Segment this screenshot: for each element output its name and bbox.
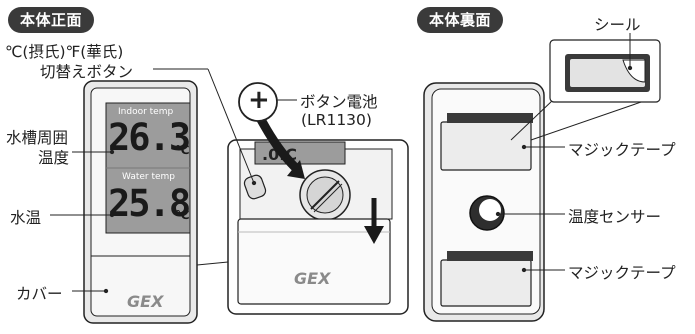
battery-label-1: ボタン電池 bbox=[300, 93, 378, 111]
cover-label: カバー bbox=[16, 285, 63, 303]
cover-detail bbox=[237, 218, 391, 305]
magic-tape-top-label: マジックテープ bbox=[568, 141, 676, 159]
front-badge: 本体正面 bbox=[8, 7, 95, 33]
magic-tape-bottom-label: マジックテープ bbox=[568, 264, 676, 282]
plus-sign: + bbox=[248, 85, 270, 115]
switch-button-label-1: ℃(摂氏)℉(華氏) bbox=[5, 43, 124, 61]
tank-temp-label-1: 水槽周囲 bbox=[6, 129, 69, 147]
water-temp-label: 水温 bbox=[10, 209, 42, 227]
tank-temp-label-2: 温度 bbox=[38, 149, 70, 167]
seal bbox=[565, 54, 650, 92]
lcd-water-value: 25.8 bbox=[108, 182, 191, 225]
lcd-indoor-unit: ℃ bbox=[175, 143, 190, 157]
back-badge: 本体裏面 bbox=[417, 7, 504, 33]
lcd-indoor-value: 26.3 bbox=[108, 116, 191, 159]
battery-label-2: (LR1130) bbox=[301, 111, 372, 129]
brand-logo-device: GEX bbox=[127, 292, 164, 311]
lcd-indoor-label: Indoor temp bbox=[118, 107, 174, 117]
brand-logo-detail: GEX bbox=[294, 269, 331, 288]
lcd-water-label: Water temp bbox=[122, 172, 176, 182]
seal-label: シール bbox=[594, 16, 641, 34]
magic-tape-top bbox=[440, 121, 532, 171]
thermometer-back bbox=[423, 82, 545, 322]
magic-tape-bottom bbox=[440, 259, 532, 307]
battery-plus-circle bbox=[238, 82, 278, 122]
sensor-label: 温度センサー bbox=[568, 208, 662, 226]
switch-button-label-2: 切替えボタン bbox=[40, 63, 134, 81]
thermometer-front bbox=[83, 80, 198, 324]
lcd-water-unit: ℃ bbox=[175, 208, 190, 222]
